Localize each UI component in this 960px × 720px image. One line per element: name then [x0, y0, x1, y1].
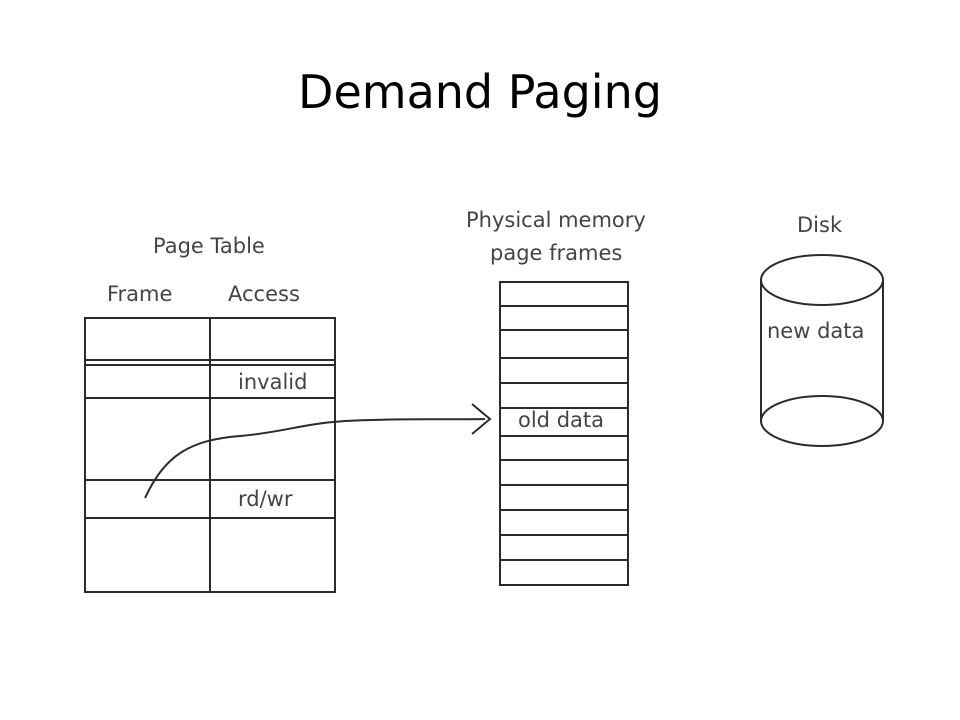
page-table-heading: Page Table	[153, 234, 265, 258]
disk-bottom	[760, 395, 884, 447]
page-table	[84, 317, 336, 593]
access-column-header: Access	[228, 282, 300, 306]
access-rdwr-label: rd/wr	[238, 487, 293, 511]
disk-cylinder	[760, 254, 884, 447]
mapping-arrow-curve	[144, 418, 486, 499]
old-data-label: old data	[518, 408, 604, 432]
slide-title: Demand Paging	[298, 65, 662, 119]
frame-column-header: Frame	[107, 282, 173, 306]
mapping-arrow	[144, 403, 492, 499]
access-invalid-label: invalid	[238, 370, 308, 394]
mapping-arrowhead	[471, 403, 492, 435]
physical-memory-heading-line1: Physical memory	[466, 208, 646, 232]
new-data-label: new data	[767, 319, 865, 343]
physical-memory-frames	[499, 281, 629, 586]
disk-top	[760, 254, 884, 306]
physical-memory-heading-line2: page frames	[490, 241, 623, 265]
physical-memory-outline	[499, 281, 629, 586]
disk-heading: Disk	[797, 213, 843, 237]
